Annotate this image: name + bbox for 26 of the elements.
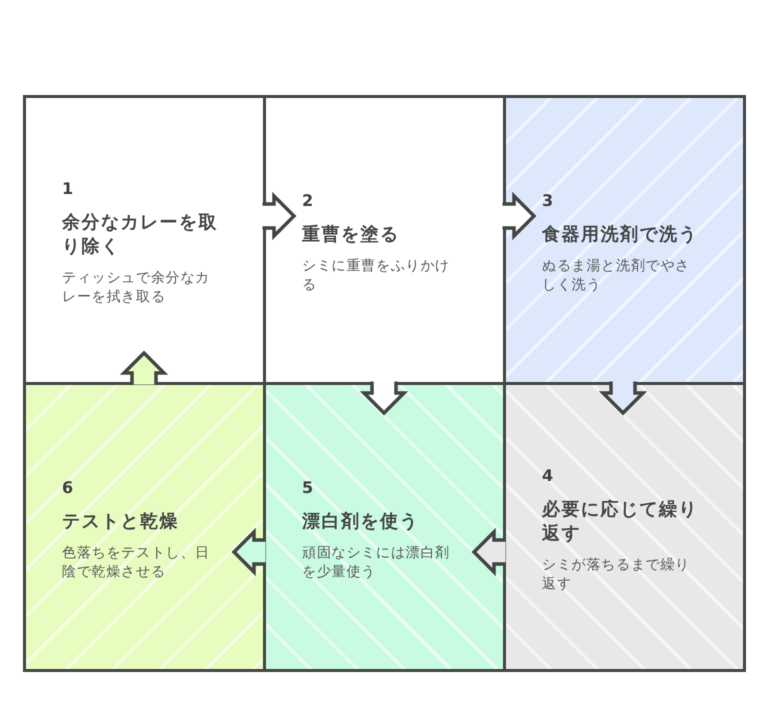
step-number: 5 <box>302 478 314 498</box>
step-number: 4 <box>542 466 554 486</box>
step-description: 色落ちをテストし、日陰で乾燥させる <box>62 544 211 582</box>
arrow <box>472 528 508 576</box>
arrow <box>120 350 168 386</box>
step-title: 重曹を塗る <box>302 223 400 247</box>
arrow <box>598 380 648 416</box>
step-title: 漂白剤を使う <box>302 510 420 534</box>
step-number: 3 <box>542 191 554 211</box>
arrow <box>360 380 408 416</box>
step-panel <box>22 94 266 384</box>
step-title: 必要に応じて繰り返す <box>542 498 699 546</box>
step-description: ぬるま湯と洗剤でやさしく洗う <box>542 257 691 295</box>
step-number: 6 <box>62 478 74 498</box>
step-title: テストと乾燥 <box>62 510 180 534</box>
step-number: 2 <box>302 191 314 211</box>
arrow <box>260 192 296 240</box>
step-number: 1 <box>62 179 74 199</box>
arrow <box>232 528 268 576</box>
step-description: 頑固なシミには漂白剤を少量使う <box>302 544 451 582</box>
step-title: 食器用洗剤で洗う <box>542 223 699 247</box>
step-description: シミに重曹をふりかける <box>302 257 451 295</box>
arrow <box>500 192 536 240</box>
step-title: 余分なカレーを取り除く <box>62 211 219 259</box>
step-description: シミが落ちるまで繰り返す <box>542 556 691 594</box>
step-description: ティッシュで余分なカレーを拭き取る <box>62 269 211 307</box>
